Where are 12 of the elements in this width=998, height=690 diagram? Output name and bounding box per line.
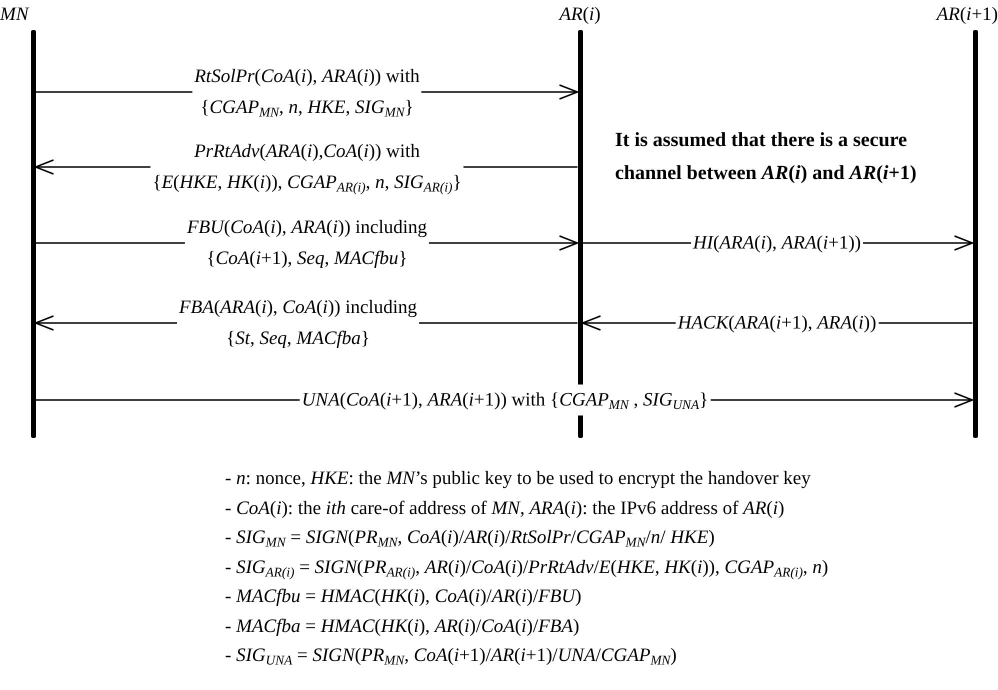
definition-note: - SIG$_{UNA}$ = SIGN(PR$_{MN}$, CoA(i+1)/AR(i+1)/UNA/CGAP$_{MN}$)	[225, 645, 677, 667]
lifeline-heading: AR(i)	[559, 4, 601, 26]
definition-note: - MACfba = HMAC(HK(i), AR(i)/CoA(i)/FBA)	[225, 616, 580, 638]
lifeline-heading: MN	[0, 4, 28, 26]
message-label: UNA(CoA(i+1), ARA(i+1)) with {CGAP$_{MN}$ , SIG$_{UNA}$}	[300, 384, 710, 416]
definition-note: - MACfbu = HMAC(HK(i), CoA(i)/AR(i)/FBU)	[225, 586, 582, 608]
definition-note: - CoA(i): the ith care-of address of MN, ARA(i): the IPv6 address of AR(i)	[225, 498, 784, 520]
definition-note: - SIG$_{AR(i)}$ = SIGN(PR$_{AR(i)}$, AR(i)/CoA(i)/PrRtAdv/E(HKE, HK(i)), CGAP$_{AR(i)}$, n)	[225, 556, 828, 578]
assumption-note: It is assumed that there is a secure channel between AR(i) and AR(i+1)	[615, 128, 918, 186]
definition-note: - n: nonce, HKE: the MN’s public key to be used to encrypt the handover key	[225, 468, 811, 490]
definition-note: - SIG$_{MN}$ = SIGN(PR$_{MN}$, CoA(i)/AR(i)/RtSolPr/CGAP$_{MN}$/n/ HKE)	[225, 527, 715, 549]
lifeline-heading: AR(i+1)	[936, 4, 998, 26]
